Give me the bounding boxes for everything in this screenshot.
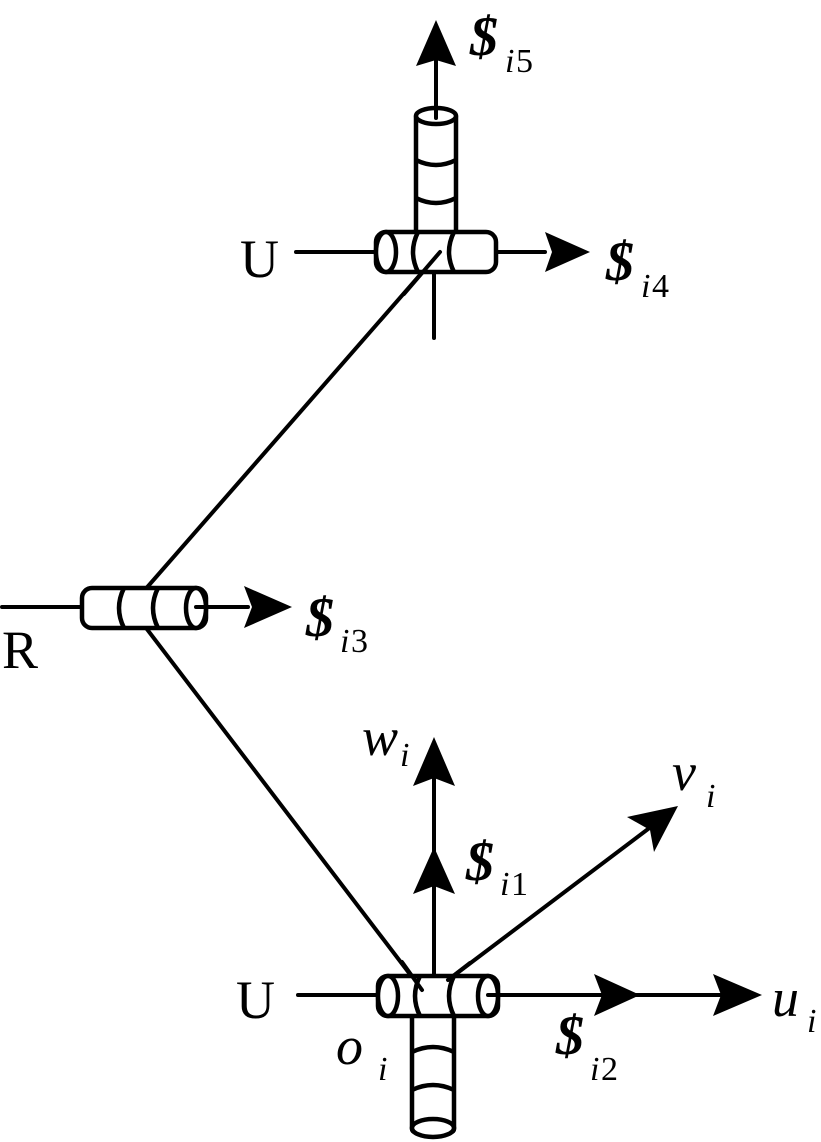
bottom-v-tip — [446, 961, 472, 982]
screw-label-i1: $ i 1 — [465, 831, 528, 903]
top-link-tip — [402, 250, 442, 296]
r-cylinder — [79, 585, 209, 631]
svg-text:$: $ — [305, 587, 334, 649]
svg-text:i: i — [400, 737, 409, 774]
svg-text:o: o — [336, 1016, 363, 1076]
svg-text:$: $ — [605, 231, 634, 293]
bottom-horizontal-cylinder — [375, 973, 501, 1019]
joint-label-u-top: U — [240, 229, 279, 289]
svg-text:i: i — [505, 43, 514, 80]
screw-label-i4: $ i 4 — [605, 231, 669, 305]
svg-text:4: 4 — [652, 268, 669, 305]
svg-text:i: i — [378, 1051, 387, 1088]
screw-label-i3: $ i 3 — [305, 587, 368, 660]
svg-text:$: $ — [465, 831, 494, 893]
svg-text:i: i — [340, 623, 349, 660]
screw-i5-arrowhead — [416, 20, 456, 66]
svg-text:2: 2 — [601, 1051, 618, 1088]
axis-label-w: w i — [362, 707, 409, 774]
svg-text:5: 5 — [516, 43, 533, 80]
top-vertical-cylinder — [413, 105, 459, 237]
svg-text:w: w — [362, 707, 398, 767]
axis-label-v: v i — [672, 742, 715, 815]
screw-label-i5: $ i 5 — [469, 6, 533, 80]
bottom-vertical-cylinder — [409, 1007, 457, 1140]
svg-text:i: i — [706, 778, 715, 815]
axis-label-u: u i — [772, 968, 816, 1040]
bottom-link-tip — [400, 960, 424, 992]
joint-label-u-bottom: U — [236, 970, 275, 1030]
origin-label: o i — [336, 1016, 387, 1088]
svg-text:i: i — [500, 866, 509, 903]
screw-i4-arrowhead — [545, 232, 590, 272]
top-horizontal-cylinder — [373, 229, 499, 275]
joint-label-r: R — [2, 620, 38, 680]
screw-label-i2: $ i 2 — [555, 1005, 618, 1088]
svg-text:1: 1 — [511, 866, 528, 903]
u-axis-arrowhead — [713, 974, 762, 1016]
svg-text:i: i — [590, 1051, 599, 1088]
svg-text:3: 3 — [351, 623, 368, 660]
svg-text:u: u — [772, 968, 799, 1028]
screw-i2-arrowhead — [594, 974, 640, 1016]
svg-text:$: $ — [469, 6, 498, 68]
svg-text:v: v — [672, 742, 696, 802]
link-lower — [138, 618, 424, 992]
v-axis — [446, 818, 662, 982]
screw-i3-arrowhead — [244, 586, 292, 628]
w-axis-arrowhead — [413, 737, 455, 786]
link-upper — [134, 250, 442, 602]
svg-text:i: i — [807, 1003, 816, 1040]
screw-i1-arrowhead — [413, 847, 455, 894]
v-axis-arrowhead — [627, 806, 678, 852]
svg-text:i: i — [641, 268, 650, 305]
svg-text:$: $ — [555, 1005, 584, 1067]
